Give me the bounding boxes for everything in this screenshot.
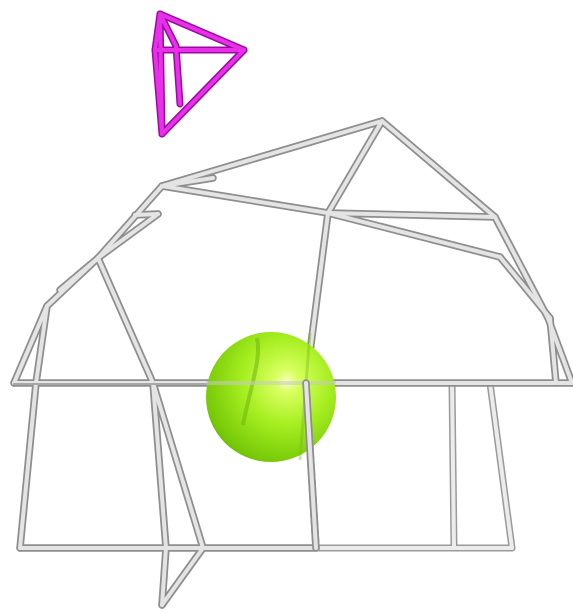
green-sphere — [206, 332, 336, 462]
magenta-tetrahedron — [155, 14, 244, 134]
cage-back-rods — [316, 383, 512, 548]
